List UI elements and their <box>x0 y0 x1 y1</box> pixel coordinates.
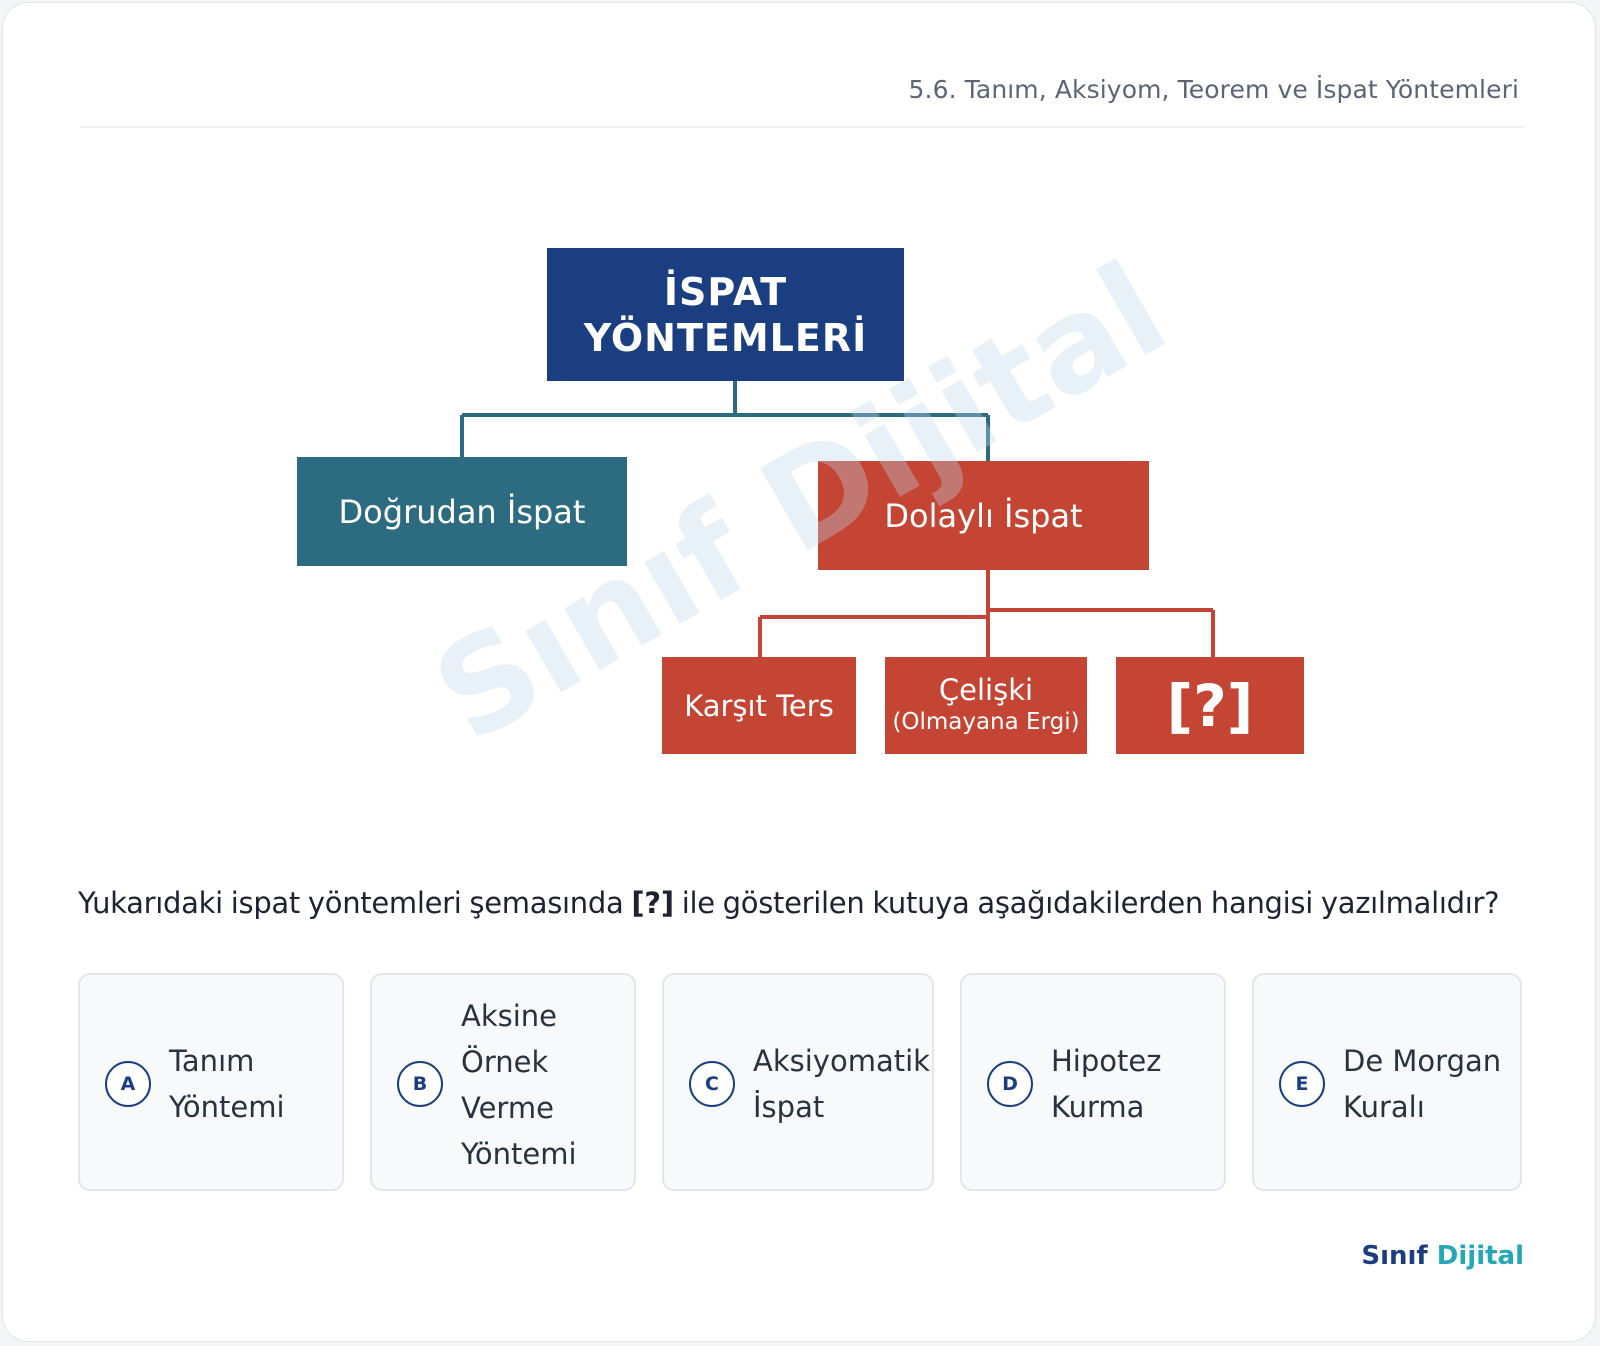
option-b-line: Örnek <box>461 1045 549 1079</box>
option-badge-c: C <box>689 1061 735 1107</box>
connector-indirect-to-leaves <box>758 570 1215 657</box>
diagram-connectors <box>460 381 1215 657</box>
brand-part1: Sınıf <box>1361 1241 1428 1271</box>
option-e-line: De Morgan <box>1343 1044 1502 1078</box>
brand-part2: Dijital <box>1436 1241 1524 1271</box>
option-text-b: Aksine Örnek Verme Yöntemi <box>461 993 577 1177</box>
contrapositive-node: Karşıt Ters <box>662 657 856 754</box>
option-a[interactable]: A Tanım Yöntemi <box>78 973 344 1191</box>
question-after: ile gösterilen kutuya aşağıdakilerden ha… <box>673 886 1500 920</box>
option-text-c: Aksiyomatik İspat <box>753 1038 930 1130</box>
contradiction-node-title: Çelişki <box>938 672 1034 707</box>
header-divider <box>80 126 1525 128</box>
option-b-line: Aksine <box>461 999 558 1033</box>
question-text: Yukarıdaki ispat yöntemleri şemasında [?… <box>78 886 1499 920</box>
option-badge-d: D <box>987 1061 1033 1107</box>
option-text-d: Hipotez Kurma <box>1051 1038 1161 1130</box>
answer-options: A Tanım Yöntemi B Aksine Örnek Verme Yön… <box>78 973 1522 1193</box>
option-b-line: Verme <box>461 1091 554 1125</box>
option-a-line: Tanım <box>169 1044 255 1078</box>
connector-root-to-children <box>460 381 990 461</box>
option-c-line: İspat <box>753 1090 825 1124</box>
option-d-line: Kurma <box>1051 1090 1145 1124</box>
option-b-line: Yöntemi <box>461 1137 577 1171</box>
brand-logo: Sınıf Dijital <box>1361 1241 1524 1271</box>
option-a-line: Yöntemi <box>169 1090 285 1124</box>
option-b[interactable]: B Aksine Örnek Verme Yöntemi <box>370 973 636 1191</box>
direct-proof-node: Doğrudan İspat <box>297 457 627 566</box>
indirect-proof-node: Dolaylı İspat <box>818 461 1149 570</box>
option-d[interactable]: D Hipotez Kurma <box>960 973 1226 1191</box>
root-node-line2: YÖNTEMLERİ <box>583 315 868 360</box>
root-node: İSPAT YÖNTEMLERİ <box>547 248 904 381</box>
topic-title: 5.6. Tanım, Aksiyom, Teorem ve İspat Yön… <box>908 75 1519 104</box>
contradiction-node-subtitle: (Olmayana Ergi) <box>892 708 1080 735</box>
option-e-line: Kuralı <box>1343 1090 1425 1124</box>
option-text-e: De Morgan Kuralı <box>1343 1038 1501 1130</box>
option-text-a: Tanım Yöntemi <box>169 1038 285 1130</box>
root-node-line1: İSPAT <box>663 269 788 314</box>
option-d-line: Hipotez <box>1051 1044 1162 1078</box>
question-before: Yukarıdaki ispat yöntemleri şemasında <box>78 886 632 920</box>
question-token: [?] <box>631 886 674 920</box>
option-c[interactable]: C Aksiyomatik İspat <box>662 973 934 1191</box>
option-e[interactable]: E De Morgan Kuralı <box>1252 973 1522 1191</box>
option-c-line: Aksiyomatik <box>753 1044 930 1078</box>
unknown-node: [?] <box>1116 657 1304 754</box>
proof-methods-diagram: İSPAT YÖNTEMLERİ Doğrudan İspat Dolaylı … <box>297 248 1304 754</box>
option-badge-e: E <box>1279 1061 1325 1107</box>
option-badge-b: B <box>397 1061 443 1107</box>
contradiction-node: Çelişki (Olmayana Ergi) <box>885 657 1087 754</box>
option-badge-a: A <box>105 1061 151 1107</box>
